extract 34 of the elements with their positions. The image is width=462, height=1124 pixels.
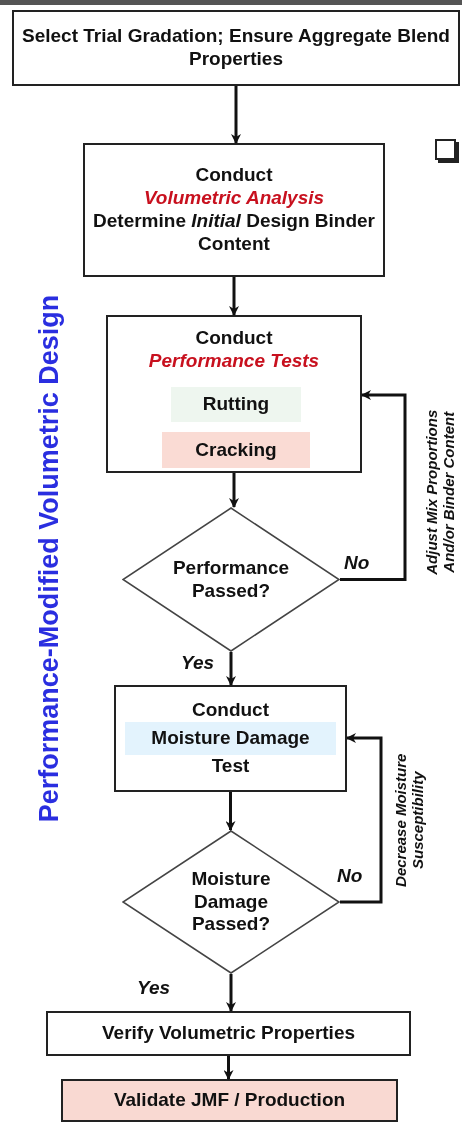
step-heading: Conduct (195, 327, 273, 350)
arrow (225, 792, 236, 831)
arrow (229, 473, 239, 508)
process-box: Verify Volumetric Properties (46, 1011, 411, 1056)
process-box (83, 143, 385, 277)
test-label: Cracking (162, 432, 310, 468)
arrow (231, 86, 241, 144)
arrow (340, 390, 407, 581)
arrow (340, 733, 383, 904)
process-box (114, 685, 347, 792)
step-heading: Conduct (191, 699, 269, 722)
side-note: Adjust Mix Proportions And/or Binder Content (422, 408, 458, 577)
arrow (226, 652, 236, 686)
decision-text: Moisture Damage Passed? (190, 867, 272, 937)
arrow (223, 1056, 234, 1080)
test-label: Rutting (171, 387, 301, 422)
arrow (229, 277, 239, 316)
side-note: Decrease Moisture Susceptibility (391, 752, 427, 889)
step-text: Determine Initial Design Binder Content (92, 210, 376, 256)
step-heading: Conduct (195, 164, 273, 188)
edge-label: Yes (136, 978, 172, 997)
vertical-title: Performance-Modified Volumetric Design (34, 293, 66, 824)
arrow (226, 974, 236, 1012)
edge-label: No (343, 553, 371, 572)
process-box: Validate JMF / Production (61, 1079, 398, 1122)
step-text: Volumetric Analysis (143, 187, 325, 210)
decision-text: Performance Passed? (171, 556, 291, 603)
step-text: Test (211, 755, 250, 778)
process-box: Select Trial Gradation; Ensure Aggregate Blend Properties (12, 10, 460, 86)
step-text: Performance Tests (148, 349, 320, 373)
edge-label: No (336, 866, 364, 885)
process-box (106, 315, 362, 473)
test-label: Moisture Damage (125, 722, 336, 755)
edge-label: Yes (180, 653, 216, 672)
